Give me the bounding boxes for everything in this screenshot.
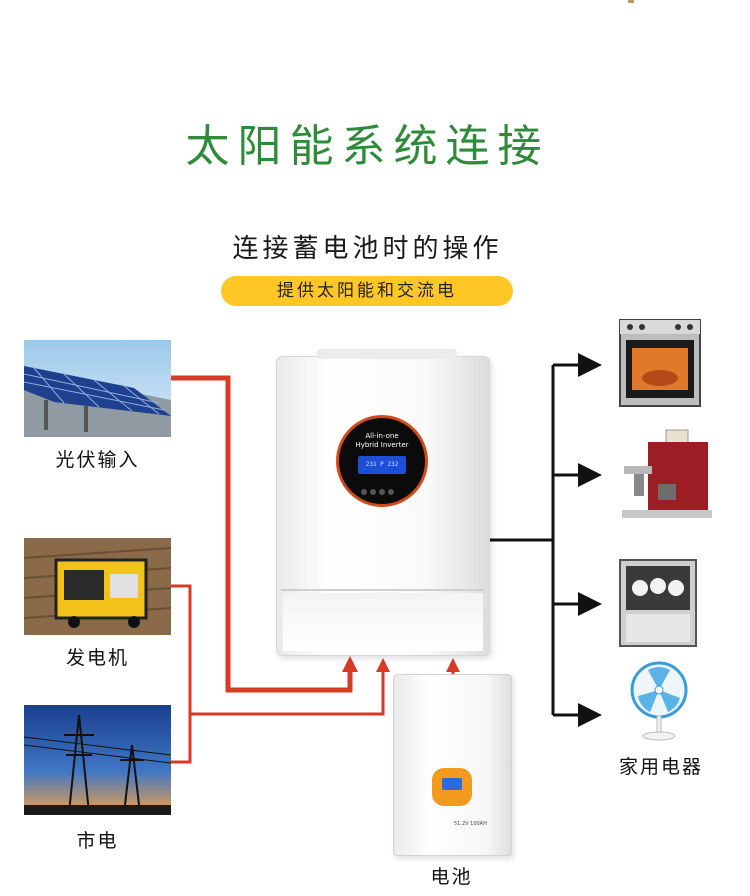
- arrowhead-solar: [342, 656, 358, 672]
- label-grid: 市电: [76, 830, 119, 852]
- oven-photo: [616, 318, 704, 410]
- battery-display: [432, 768, 472, 806]
- label-appliances: 家用电器: [618, 756, 703, 778]
- arrowhead-battery-up: [446, 658, 460, 672]
- power-grid-photo: [24, 705, 171, 815]
- line-generator: [171, 584, 192, 762]
- page-title: 太阳能系统连接: [185, 121, 550, 172]
- highlight-badge: 提供太阳能和交流电: [221, 276, 513, 306]
- fan-photo: [626, 660, 692, 742]
- top-border: [0, 0, 750, 3]
- inverter-divider: [281, 589, 485, 591]
- inverter-line1: All-in-one: [365, 432, 399, 440]
- battery-unit: 51.2V 100AH: [393, 674, 512, 856]
- inverter-buttons: [361, 480, 403, 495]
- hybrid-inverter: All-in-one Hybrid Inverter 231 P 232: [276, 349, 490, 656]
- arrowhead-grid: [376, 658, 390, 672]
- label-solar: 光伏输入: [55, 449, 140, 471]
- inverter-screen: 231 P 232: [358, 456, 406, 474]
- dishwasher-photo: [618, 558, 698, 648]
- line-solar: [171, 375, 353, 693]
- generator-photo: [24, 538, 171, 635]
- inverter-top: [317, 349, 457, 359]
- inverter-line2: Hybrid Inverter: [355, 441, 409, 449]
- coffee-machine-photo: [622, 428, 712, 520]
- line-grid: [171, 668, 385, 764]
- inverter-display: All-in-one Hybrid Inverter 231 P 232: [336, 415, 428, 507]
- top-border-mark: [628, 0, 634, 3]
- label-generator: 发电机: [65, 647, 129, 669]
- battery-model: 51.2V 100AH: [454, 821, 487, 827]
- solar-panel-photo: [24, 340, 171, 437]
- inverter-lower-panel: [283, 593, 483, 651]
- label-battery: 电池: [430, 866, 473, 888]
- page-subtitle: 连接蓄电池时的操作: [232, 234, 503, 264]
